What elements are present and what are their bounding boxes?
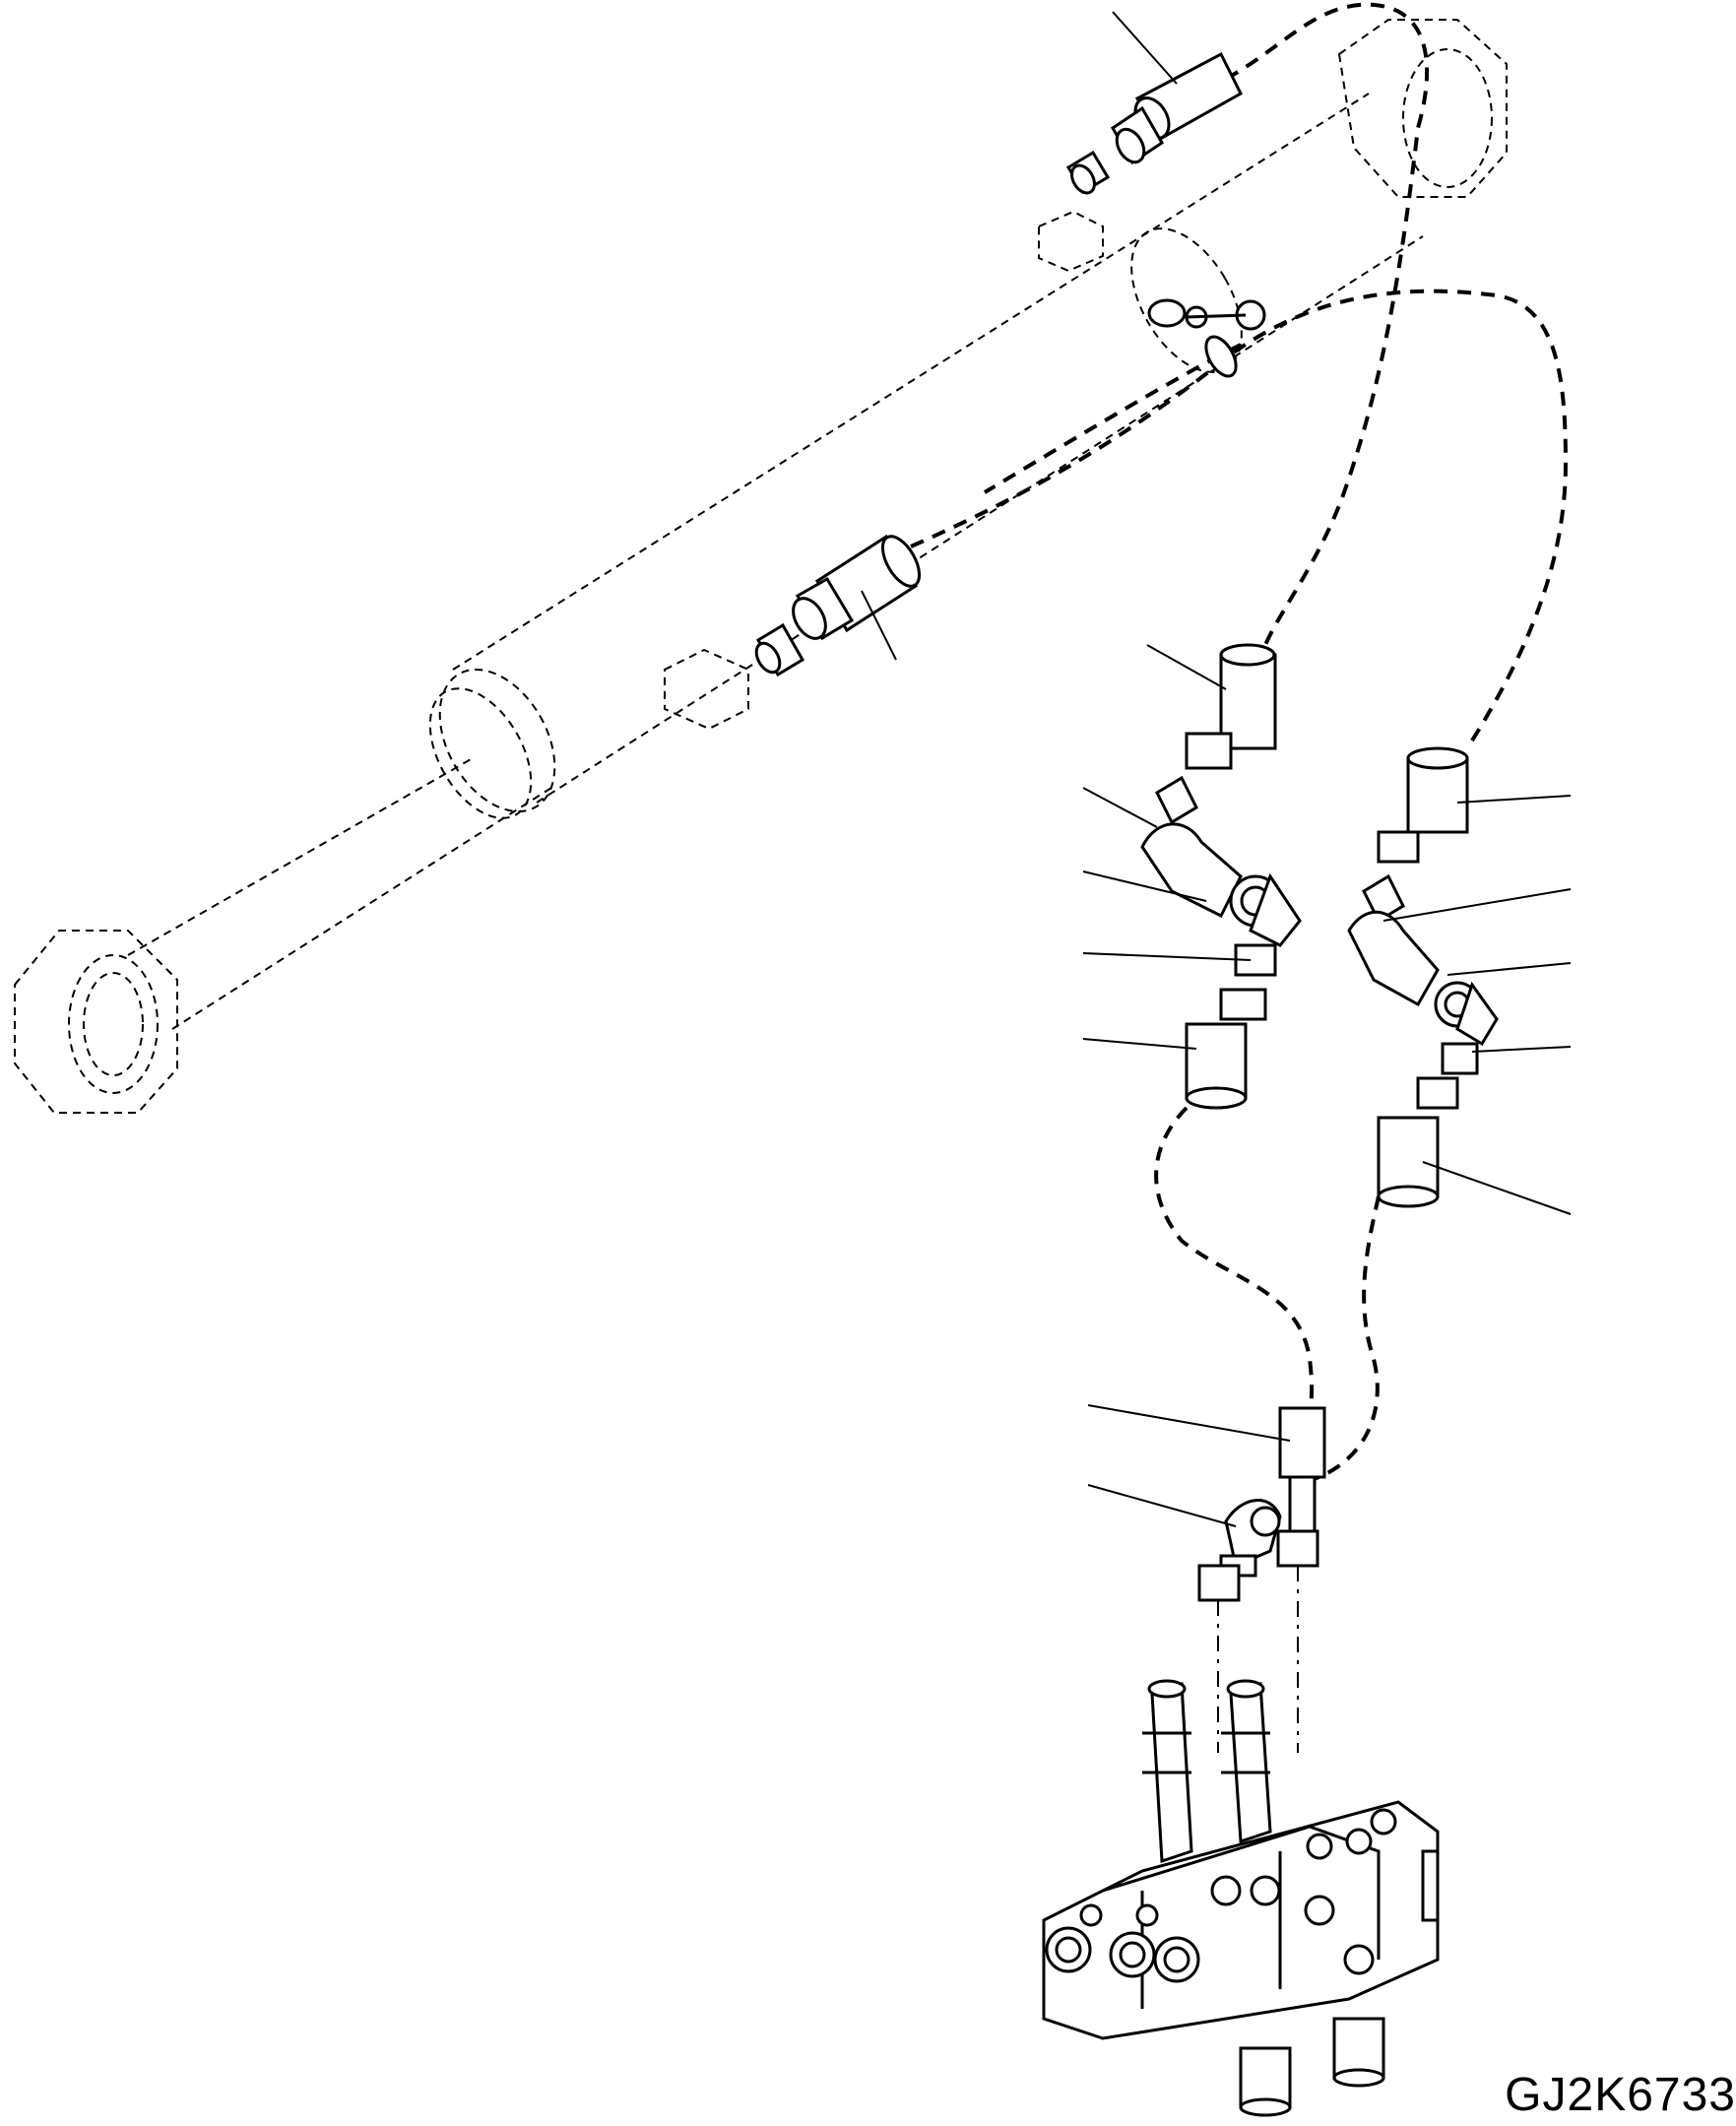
fittings [754, 51, 1499, 1602]
hose-fitting-right-lower [1377, 1116, 1440, 1208]
elbow-left [1140, 775, 1302, 947]
hose-lines [910, 2, 1569, 1484]
bottom-nuts [1197, 1529, 1319, 1602]
hose-short [983, 77, 1242, 494]
adapter-right [1416, 1042, 1479, 1110]
bottom-hose-fitting [1278, 1406, 1326, 1538]
hose-fitting-left-lower [1185, 1022, 1248, 1110]
hydraulic-cylinder-phantom [14, 19, 1508, 1114]
union-middle [754, 622, 805, 677]
hose-fitting-middle [792, 534, 922, 641]
leader-lines [861, 11, 1572, 1527]
figure-reference-code: GJ2K6733 [1505, 2069, 1736, 2121]
union-top [1065, 150, 1111, 195]
hose-fitting-right-upper [1377, 746, 1469, 864]
elbow-right [1347, 873, 1499, 1047]
hose-fitting-top [1111, 51, 1243, 165]
hose-fitting-left-upper [1185, 643, 1277, 770]
control-valve [1042, 1679, 1440, 2117]
clamp [1147, 298, 1266, 378]
adapter-left [1219, 943, 1277, 1021]
connection-guides [1217, 1566, 1299, 1753]
